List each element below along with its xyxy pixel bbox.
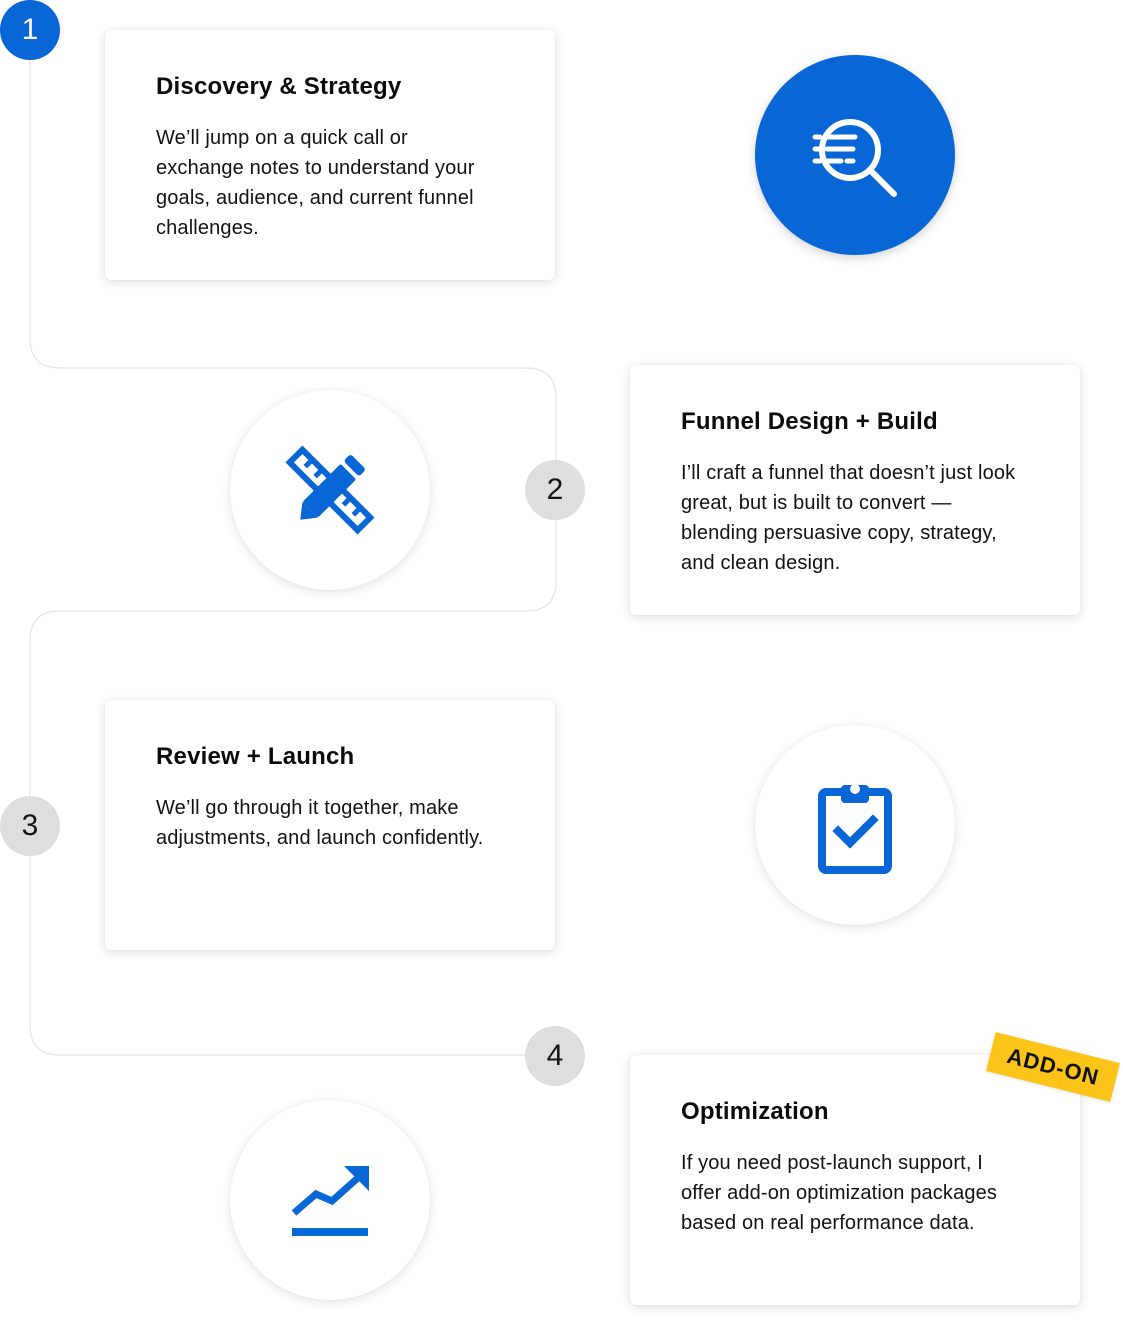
step-description: If you need post-launch support, I offer… xyxy=(681,1152,998,1234)
optimization-icon-circle xyxy=(230,1100,430,1300)
step-card-discovery: Discovery & Strategy We’ll jump on a qui… xyxy=(105,30,555,280)
step-card-optimization: Optimization If you need post-launch sup… xyxy=(630,1055,1080,1305)
step-number-4: 4 xyxy=(525,1026,585,1086)
step-title: Review + Launch xyxy=(156,743,355,770)
step-description: We’ll go through it together, make adjus… xyxy=(156,797,484,849)
pencil-ruler-icon xyxy=(285,445,375,535)
step-description: We’ll jump on a quick call or exchange n… xyxy=(156,127,475,239)
step-description: I’ll craft a funnel that doesn’t just lo… xyxy=(681,462,1016,574)
magnifier-list-icon xyxy=(812,119,897,197)
clipboard-check-icon xyxy=(818,784,892,874)
step-title: Discovery & Strategy xyxy=(156,73,402,100)
trending-up-icon xyxy=(291,1166,369,1236)
step-card-design: Funnel Design + Build I’ll craft a funne… xyxy=(630,365,1080,615)
discovery-icon-circle xyxy=(755,55,955,255)
step-number-3: 3 xyxy=(0,796,60,856)
step-card-launch: Review + Launch We’ll go through it toge… xyxy=(105,700,555,950)
step-title: Funnel Design + Build xyxy=(681,408,938,435)
design-icon-circle xyxy=(230,390,430,590)
step-number-1: 1 xyxy=(0,0,60,60)
step-number-2: 2 xyxy=(525,460,585,520)
step-title: Optimization xyxy=(681,1098,829,1125)
launch-icon-circle xyxy=(755,725,955,925)
